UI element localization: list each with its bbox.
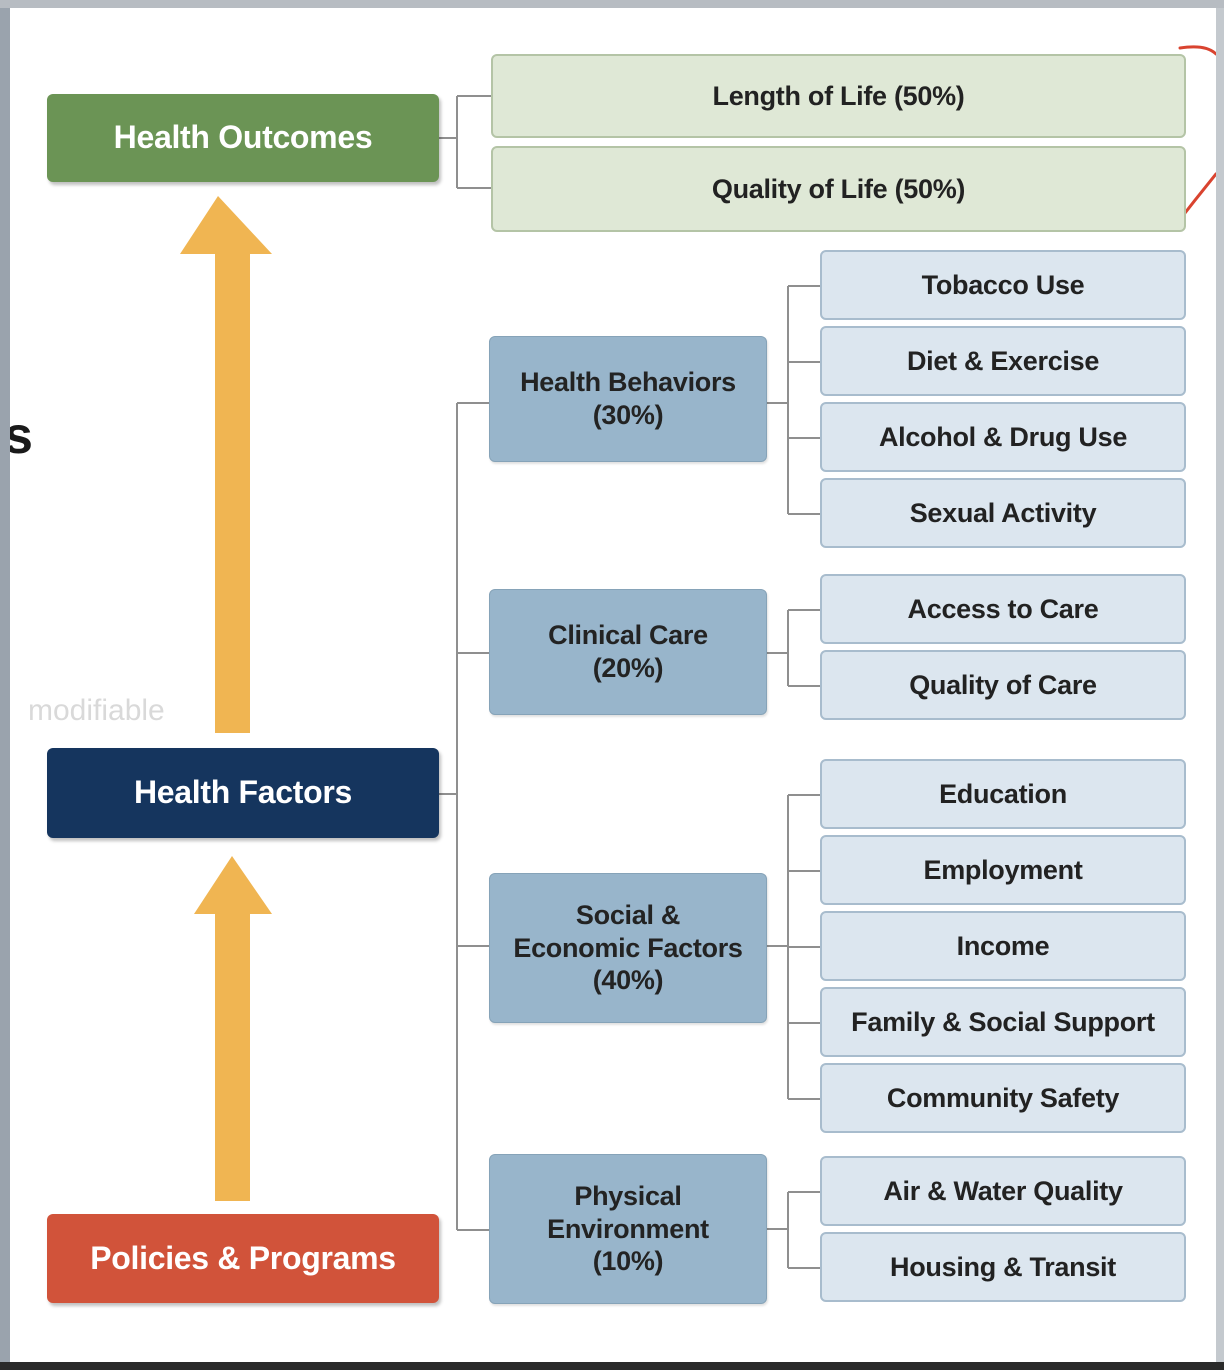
item-tobacco-use: Tobacco Use xyxy=(820,250,1186,320)
cropped-heading-letter: s xyxy=(10,407,33,465)
item-air-water-quality: Air & Water Quality xyxy=(820,1156,1186,1226)
diagram-graphics xyxy=(180,45,1216,1269)
item-education: Education xyxy=(820,759,1186,829)
item-family-social-support: Family & Social Support xyxy=(820,987,1186,1057)
modifiable-annotation: modifiable xyxy=(28,694,165,727)
window-top-edge xyxy=(0,0,1224,8)
window-right-edge xyxy=(1216,8,1224,1362)
outcome-quality-of-life: Quality of Life (50%) xyxy=(491,146,1186,232)
item-diet-exercise: Diet & Exercise xyxy=(820,326,1186,396)
item-employment: Employment xyxy=(820,835,1186,905)
factor-clinical-care: Clinical Care (20%) xyxy=(489,589,767,715)
pen-mark-top xyxy=(1178,45,1216,56)
diagram-canvas: s modifiable Health Outcomes Health Fact… xyxy=(10,8,1216,1362)
factor-social-economic: Social & Economic Factors (40%) xyxy=(489,873,767,1023)
item-alcohol-drug-use: Alcohol & Drug Use xyxy=(820,402,1186,472)
item-quality-of-care: Quality of Care xyxy=(820,650,1186,720)
item-income: Income xyxy=(820,911,1186,981)
health-outcomes-node: Health Outcomes xyxy=(47,94,439,182)
factor-health-behaviors: Health Behaviors (30%) xyxy=(489,336,767,462)
up-arrow-to-outcomes xyxy=(180,196,272,733)
item-community-safety: Community Safety xyxy=(820,1063,1186,1133)
outcome-length-of-life: Length of Life (50%) xyxy=(491,54,1186,138)
window-left-edge xyxy=(0,8,10,1362)
health-factors-node: Health Factors xyxy=(47,748,439,838)
up-arrow-to-factors xyxy=(194,856,272,1201)
item-access-to-care: Access to Care xyxy=(820,574,1186,644)
policies-programs-node: Policies & Programs xyxy=(47,1214,439,1303)
factor-physical-environment: Physical Environment (10%) xyxy=(489,1154,767,1304)
item-housing-transit: Housing & Transit xyxy=(820,1232,1186,1302)
item-sexual-activity: Sexual Activity xyxy=(820,478,1186,548)
